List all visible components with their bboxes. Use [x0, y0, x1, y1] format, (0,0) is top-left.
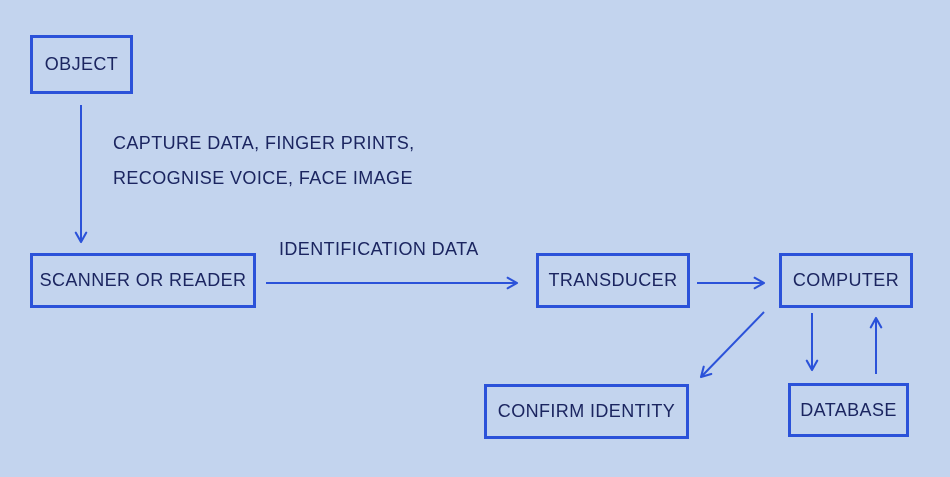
- node-object: OBJECT: [30, 35, 133, 94]
- node-transducer-label: TRANSDUCER: [548, 270, 678, 290]
- arrow-computer-to-confirm-identity: [699, 311, 765, 379]
- node-scanner-or-reader-label: SCANNER OR READER: [39, 270, 247, 290]
- node-scanner-or-reader: SCANNER OR READER: [30, 253, 256, 308]
- node-computer-label: COMPUTER: [792, 270, 900, 290]
- annotation-capture-data-line1: CAPTURE DATA, FINGER PRINTS,: [113, 133, 415, 153]
- node-object-label: OBJECT: [44, 54, 119, 74]
- annotation-capture-data-line2: RECOGNISE VOICE, FACE IMAGE: [113, 168, 413, 188]
- node-database-label: DATABASE: [800, 399, 897, 420]
- node-database: DATABASE: [788, 383, 909, 437]
- node-confirm-identity-label: CONFIRM IDENTITY: [497, 401, 676, 421]
- node-computer: COMPUTER: [779, 253, 913, 308]
- node-confirm-identity: CONFIRM IDENTITY: [484, 384, 689, 439]
- annotation-identification-data: IDENTIFICATION DATA: [279, 239, 479, 259]
- node-transducer: TRANSDUCER: [536, 253, 690, 308]
